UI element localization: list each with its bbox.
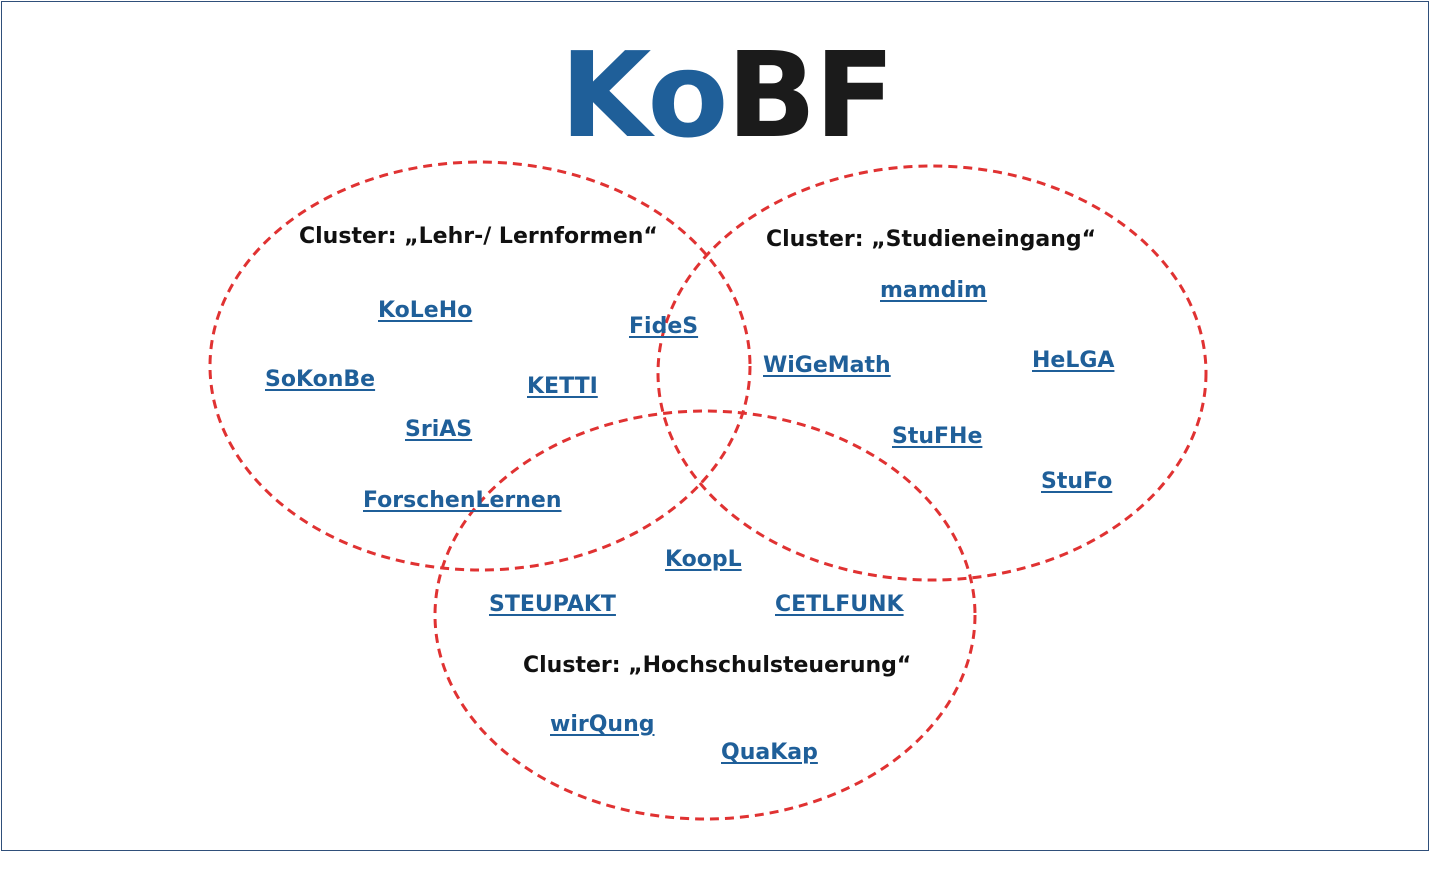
project-link-wirqung[interactable]: wirQung [550, 712, 655, 737]
circle-studieneingang [656, 164, 1208, 582]
project-link-stufo[interactable]: StuFo [1041, 469, 1113, 494]
project-link-forschenlernen[interactable]: ForschenLernen [363, 488, 562, 513]
cluster-title-lehr-lernformen: Cluster: „Lehr-/ Lernformen“ [299, 224, 658, 249]
logo-part-bf: BF [726, 26, 895, 164]
cluster-title-studieneingang: Cluster: „Studieneingang“ [766, 227, 1097, 252]
project-link-stufhe[interactable]: StuFHe [892, 424, 983, 449]
project-link-ketti[interactable]: KETTI [527, 374, 598, 399]
cluster-title-hochschulsteuerung: Cluster: „Hochschulsteuerung“ [523, 653, 912, 678]
project-link-fides[interactable]: FideS [629, 314, 699, 339]
project-link-wigemath[interactable]: WiGeMath [763, 353, 891, 378]
project-link-steupakt[interactable]: STEUPAKT [489, 592, 616, 617]
diagram-frame [1, 1, 1429, 851]
kobf-logo: KoBF [560, 36, 895, 154]
project-link-mamdim[interactable]: mamdim [880, 278, 987, 303]
project-link-srias[interactable]: SriAS [405, 417, 473, 442]
logo-part-ko: Ko [560, 26, 728, 164]
project-link-koleho[interactable]: KoLeHo [378, 298, 473, 323]
project-link-koopl[interactable]: KoopL [665, 547, 742, 572]
project-link-helga[interactable]: HeLGA [1032, 348, 1115, 373]
project-link-quakap[interactable]: QuaKap [721, 740, 818, 765]
circle-lehr-lernformen [208, 160, 752, 572]
project-link-sokonbe[interactable]: SoKonBe [265, 367, 376, 392]
project-link-cetlfunk[interactable]: CETLFUNK [775, 592, 904, 617]
circle-hochschulsteuerung [433, 409, 977, 821]
